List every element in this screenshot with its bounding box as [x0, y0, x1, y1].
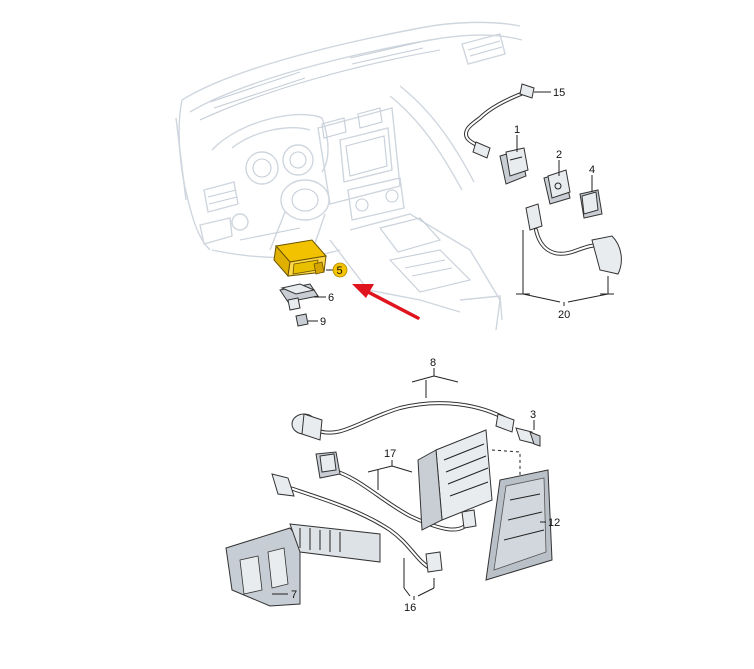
label-9: 9: [320, 316, 326, 328]
label-6: 6: [328, 292, 334, 304]
part-9-clip: [295, 313, 309, 327]
part-20-cable-assembly: [525, 203, 622, 275]
label-15: 15: [553, 87, 565, 99]
part-7-housing: [225, 523, 381, 607]
top-leader-lines: [308, 91, 614, 322]
part-4-cover: [579, 189, 603, 219]
label-7: 7: [291, 589, 297, 601]
part-17-cable: [315, 451, 477, 532]
part-1-usb-hub: [499, 147, 529, 185]
bottom-leader-lines: [272, 368, 546, 600]
part-15-antenna-cable: [463, 83, 535, 159]
label-16: 16: [404, 602, 416, 614]
part-5-highlighted-module: [273, 239, 327, 278]
label-5: 5: [337, 265, 343, 277]
label-5-badge: [332, 262, 348, 278]
part-16-cable: [271, 473, 443, 573]
control-module: [417, 429, 493, 531]
part-2-connector: [543, 169, 571, 205]
label-8: 8: [430, 357, 436, 369]
label-2: 2: [556, 149, 562, 161]
red-arrow-icon: [352, 284, 420, 320]
part-12-panel: [485, 469, 553, 581]
label-4: 4: [589, 164, 595, 176]
label-1: 1: [514, 124, 520, 136]
part-6-bracket: [279, 283, 319, 311]
part-8-cable: [291, 401, 515, 441]
dashboard-illustration: [175, 21, 523, 331]
label-12: 12: [548, 517, 560, 529]
label-3: 3: [530, 409, 536, 421]
label-17: 17: [384, 448, 396, 460]
label-20: 20: [558, 309, 570, 321]
part-3-plug: [515, 427, 541, 447]
